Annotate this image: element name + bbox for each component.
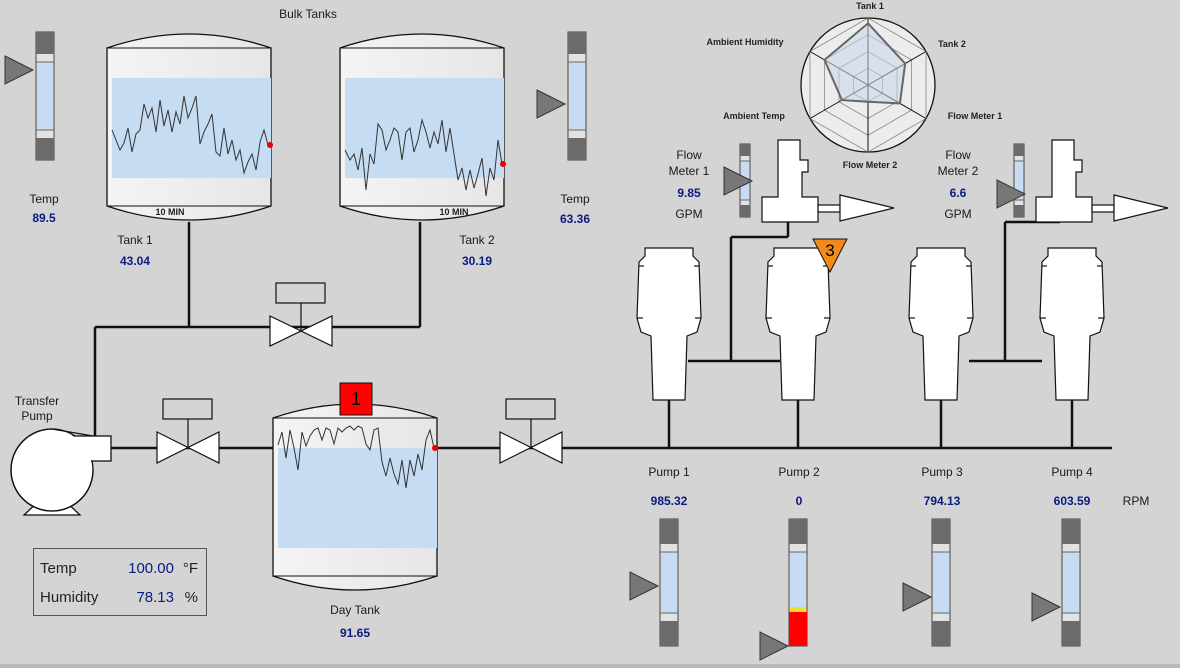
flow-meter-2-label-line2: Meter 2: [937, 164, 979, 178]
day-tank-value: 91.65: [339, 626, 371, 640]
pump-3-body[interactable]: [908, 247, 974, 401]
tank-2-trend-line: [344, 118, 503, 197]
flow-meter-2-gauge: [996, 143, 1027, 218]
pump-3-value: 794.13: [923, 494, 961, 508]
environment-humidity-row: Humidity 78.13 %: [40, 589, 200, 606]
pump-2-body[interactable]: [765, 247, 831, 401]
radar-label-tank-2: Tank 2: [938, 39, 966, 49]
temp-left-value: 89.5: [32, 211, 56, 225]
temp-right-value: 63.36: [559, 212, 591, 226]
radar-label-flow-meter-2: Flow Meter 2: [842, 160, 898, 170]
pump-3-label: Pump 3: [921, 465, 963, 479]
temp-left-gauge: [4, 31, 55, 161]
tank-2-trend-label: 10 MIN: [439, 207, 469, 217]
radar-label-ambient-temp: Ambient Temp: [723, 111, 785, 121]
pump-1-label: Pump 1: [648, 465, 690, 479]
pump-4-label: Pump 4: [1051, 465, 1093, 479]
pump-1-gauge-pointer[interactable]: [629, 571, 660, 601]
environment-humidity-value: 78.13: [136, 589, 174, 606]
environment-humidity-unit: %: [184, 589, 198, 606]
environment-temp-value: 100.00: [128, 560, 174, 577]
flow-meter-2-label: Flow Meter 2: [924, 147, 992, 179]
flow-meter-1-label-line1: Flow: [676, 148, 702, 162]
radar-label-ambient-humidity: Ambient Humidity: [706, 37, 784, 47]
temp-left-label: Temp: [29, 192, 59, 206]
pump-1-value: 985.32: [650, 494, 688, 508]
transfer-valve[interactable]: [156, 398, 220, 464]
flow-meter-1-value: 9.85: [677, 186, 701, 200]
flow-meter-2-label-line1: Flow: [945, 148, 971, 162]
tank-2[interactable]: [339, 33, 506, 221]
pump-4-body[interactable]: [1039, 247, 1105, 401]
tank-2-label: Tank 2: [459, 233, 495, 247]
pump-3-gauge-pointer[interactable]: [902, 582, 933, 612]
pump-2-label: Pump 2: [778, 465, 820, 479]
day-tank[interactable]: [272, 403, 438, 591]
environment-temp-row: Temp 100.00 °F: [40, 560, 200, 577]
flow-meter-1-gauge-pointer[interactable]: [723, 166, 754, 196]
transfer-pump-label: Transfer Pump: [1, 394, 73, 424]
radar-shape: [823, 21, 907, 105]
tank-1-trend-line: [111, 95, 269, 175]
rpm-unit-label: RPM: [1122, 494, 1150, 508]
temp-left-gauge-pointer[interactable]: [4, 55, 35, 85]
day-tank-outlet-valve[interactable]: [499, 398, 563, 464]
flow-meter-1-device[interactable]: [761, 139, 895, 223]
flow-meter-1-unit: GPM: [675, 207, 703, 221]
day-tank-alarm-badge[interactable]: 1: [350, 389, 361, 409]
flow-meter-1-label-line2: Meter 1: [668, 164, 710, 178]
day-tank-trend-line: [277, 425, 435, 489]
pump-1-body[interactable]: [636, 247, 702, 401]
environment-humidity-label: Humidity: [40, 589, 99, 606]
flow-meter-1-label: Flow Meter 1: [655, 147, 723, 179]
flow-meter-1-gauge: [723, 143, 754, 218]
tank-1-trend-label: 10 MIN: [155, 207, 185, 217]
pump-3-gauge: [902, 518, 951, 647]
pump-2-alarm-badge[interactable]: 3: [825, 241, 835, 260]
tank-1-value: 43.04: [119, 254, 151, 268]
temp-right-gauge-pointer[interactable]: [536, 89, 567, 119]
radar-label-tank-1: Tank 1: [856, 1, 884, 11]
pump-4-gauge-pointer[interactable]: [1031, 592, 1062, 622]
temp-right-label: Temp: [560, 192, 590, 206]
radar-chart: [800, 17, 936, 153]
pump-2-alarm[interactable]: [812, 238, 848, 274]
flow-meter-2-unit: GPM: [944, 207, 972, 221]
tank-1[interactable]: [106, 33, 273, 221]
pump-4-value: 603.59: [1053, 494, 1091, 508]
flow-meter-2-device[interactable]: [1035, 139, 1169, 223]
bulk-tanks-label: Bulk Tanks: [279, 7, 337, 21]
pump-4-gauge: [1031, 518, 1081, 647]
transfer-pump-label-line2: Pump: [21, 409, 53, 423]
tank-2-value: 30.19: [461, 254, 493, 268]
flow-meter-2-value: 6.6: [949, 186, 967, 200]
day-tank-alarm[interactable]: [339, 382, 373, 416]
temp-right-gauge: [536, 31, 587, 161]
status-strip: [0, 664, 1180, 668]
bulk-valve[interactable]: [269, 282, 333, 347]
day-tank-label: Day Tank: [330, 603, 380, 617]
pump-2-gauge: [759, 518, 808, 661]
radar-label-flow-meter-1: Flow Meter 1: [947, 111, 1003, 121]
environment-temp-label: Temp: [40, 560, 77, 577]
pump-1-gauge: [629, 518, 679, 647]
tank-1-label: Tank 1: [117, 233, 153, 247]
flow-meter-2-gauge-pointer[interactable]: [996, 179, 1027, 209]
environment-temp-unit: °F: [182, 560, 198, 577]
pump-2-gauge-pointer[interactable]: [759, 631, 790, 661]
pump-2-value: 0: [795, 494, 803, 508]
transfer-pump[interactable]: [10, 428, 112, 516]
transfer-pump-label-line1: Transfer: [14, 394, 60, 408]
environment-panel: Temp 100.00 °F Humidity 78.13 %: [33, 548, 207, 616]
